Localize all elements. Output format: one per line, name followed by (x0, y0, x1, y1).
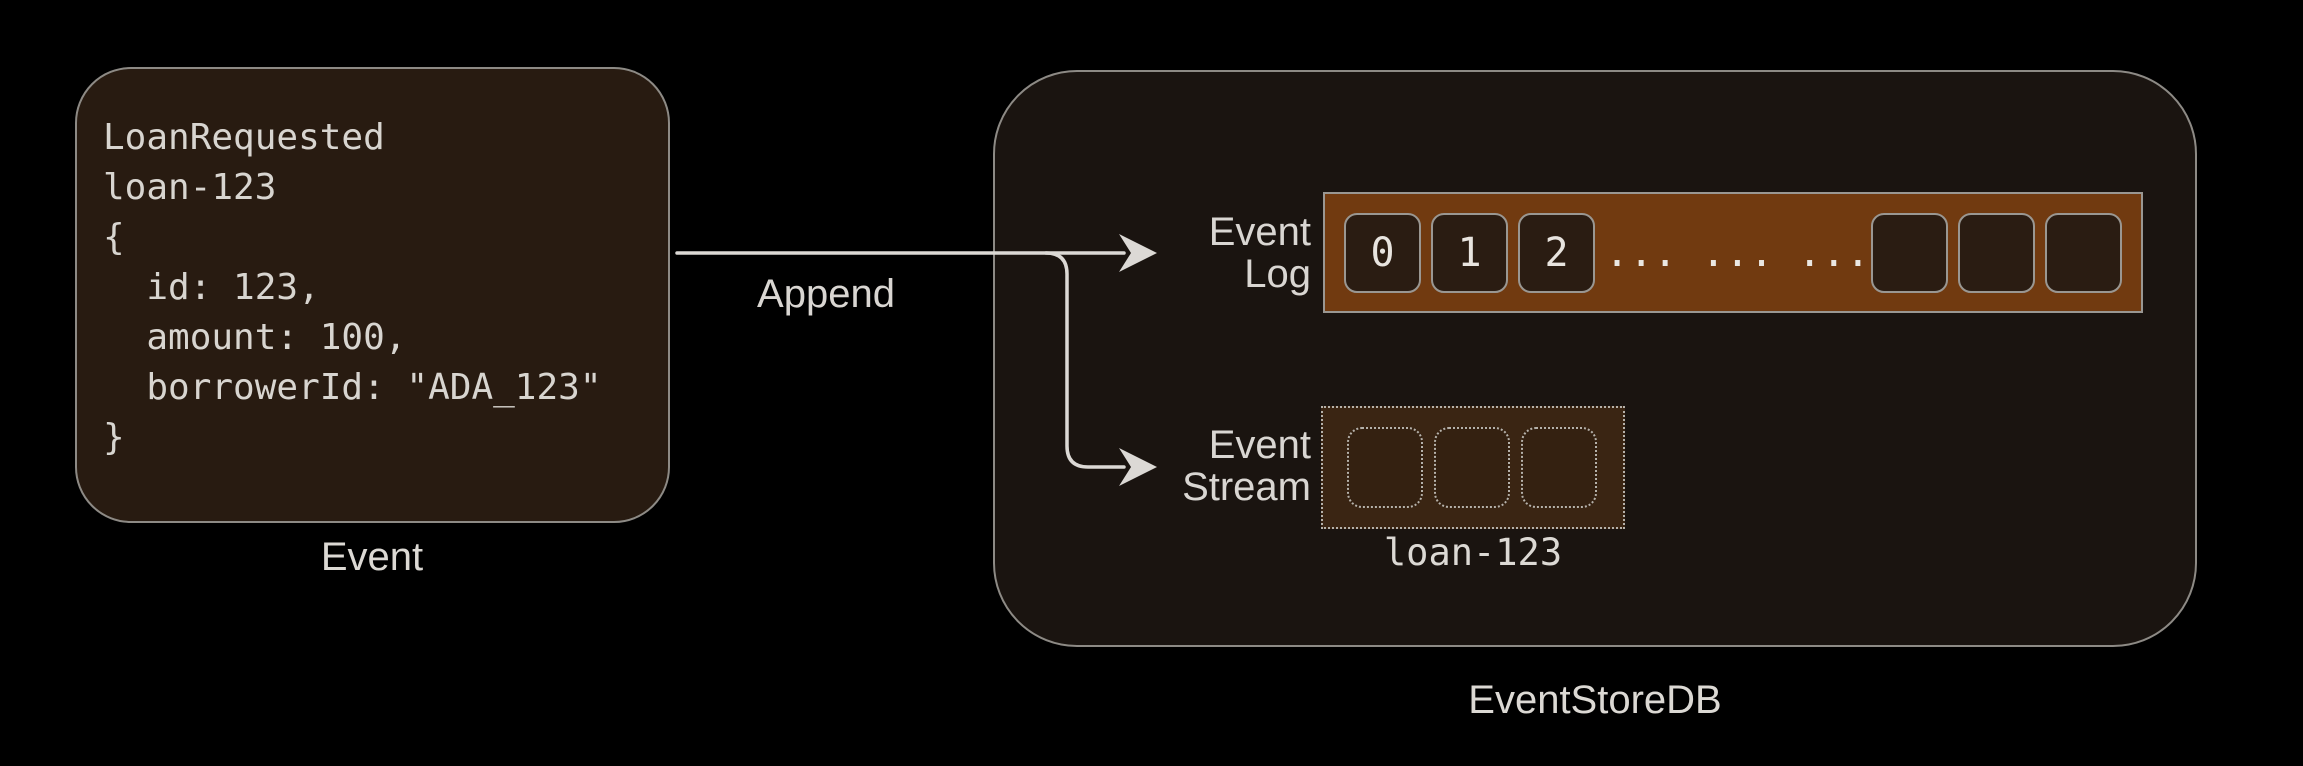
code-line: borrowerId: "ADA_123" (103, 367, 602, 408)
event-stream-empty-cell (1347, 427, 1423, 508)
code-line: LoanRequested (103, 117, 385, 158)
event-stream-label: Event Stream (1091, 424, 1311, 508)
event-card: LoanRequested loan-123 { id: 123, amount… (75, 67, 670, 523)
code-line: } (103, 417, 125, 458)
event-code-block: LoanRequested loan-123 { id: 123, amount… (103, 113, 602, 463)
event-stream-empty-cell (1434, 427, 1510, 508)
event-card-label: Event (320, 535, 424, 579)
event-stream-box (1321, 406, 1625, 529)
event-stream-label-line2: Stream (1182, 465, 1311, 509)
code-line: id: 123, (103, 267, 320, 308)
event-log-label: Event Log (1091, 211, 1311, 295)
event-log-label-line2: Log (1244, 252, 1311, 296)
eventstoredb-container (993, 70, 2197, 647)
append-arrow-label: Append (757, 272, 895, 316)
event-log-cell-2: 2 (1518, 212, 1595, 293)
event-stream-label-line1: Event (1208, 423, 1311, 467)
event-log-cell-1: 1 (1431, 212, 1508, 293)
event-log-cell-0: 0 (1344, 212, 1421, 293)
event-log-bar: 0 1 2 ... ... ... (1323, 192, 2143, 313)
event-log-label-line1: Event (1208, 210, 1311, 254)
code-line: amount: 100, (103, 317, 407, 358)
eventstoredb-label: EventStoreDB (1468, 678, 1722, 722)
stream-name-label: loan-123 (1383, 531, 1563, 574)
code-line: { (103, 217, 125, 258)
code-line: loan-123 (103, 167, 277, 208)
event-log-ellipsis: ... ... ... (1605, 229, 1861, 276)
event-log-empty-cell (1871, 212, 1948, 293)
event-stream-empty-cell (1521, 427, 1597, 508)
event-log-empty-cell (2045, 212, 2122, 293)
event-log-empty-cell (1958, 212, 2035, 293)
